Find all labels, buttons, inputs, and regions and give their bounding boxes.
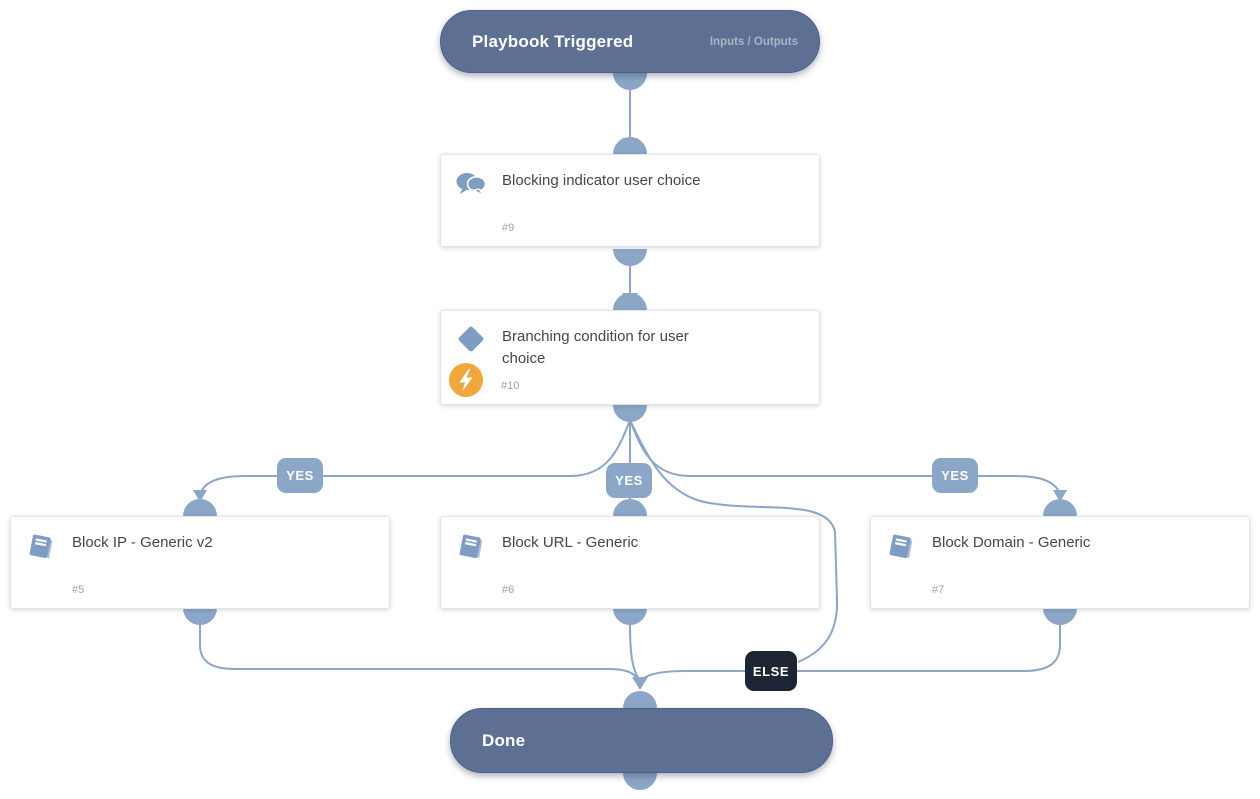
task-id: #9 [502, 222, 515, 234]
port-block-url-bottom[interactable] [613, 608, 647, 625]
port-start-bottom[interactable] [613, 73, 647, 90]
task-card-blocking-indicator-user-choice[interactable]: Blocking indicator user choice #9 [440, 154, 820, 247]
playbook-book-icon [29, 534, 53, 559]
arrowhead-into-done [632, 677, 648, 690]
task-id: #7 [932, 584, 945, 596]
port-decision-bottom[interactable] [613, 405, 647, 422]
edge-block-ip-to-done [199, 624, 639, 681]
chat-bubbles-icon [456, 173, 487, 196]
arrowhead-into-block-domain [1053, 490, 1067, 502]
task-title: Branching condition for user choice [502, 328, 689, 367]
end-node-done[interactable]: Done [450, 708, 833, 773]
task-card-block-url-generic[interactable]: Block URL - Generic #6 [440, 516, 820, 609]
arrowhead-into-block-ip [193, 490, 207, 502]
decision-diamond-icon [458, 326, 484, 352]
playbook-book-icon [889, 534, 913, 559]
playbook-book-icon [459, 534, 483, 559]
start-node-playbook-triggered[interactable]: Playbook Triggered Inputs / Outputs [440, 10, 820, 73]
port-done-top[interactable] [623, 691, 657, 708]
port-decision-top[interactable] [613, 293, 647, 310]
port-block-url-top[interactable] [613, 499, 647, 516]
task-title: Blocking indicator user choice [502, 172, 701, 189]
task-id: #10 [501, 380, 520, 392]
edge-label-else: ELSE [745, 651, 797, 691]
edge-block-url-to-done [629, 623, 639, 679]
task-title: Block IP - Generic v2 [72, 534, 213, 551]
task-card-block-domain-generic[interactable]: Block Domain - Generic #7 [870, 516, 1250, 609]
start-node-label: Playbook Triggered [472, 31, 634, 51]
edge-label-yes-right: YES [932, 458, 978, 493]
edge-block-domain-to-done [641, 624, 1061, 681]
edge-label-yes-center: YES [606, 463, 652, 498]
edge-label-yes-left: YES [277, 458, 323, 493]
task-title: Block Domain - Generic [932, 534, 1091, 551]
task-title: Block URL - Generic [502, 534, 639, 551]
port-block-ip-top[interactable] [183, 499, 217, 516]
port-prompt-top[interactable] [613, 137, 647, 154]
port-block-domain-bottom[interactable] [1043, 608, 1077, 625]
task-card-branching-condition[interactable]: Branching condition for user choice #10 [440, 310, 820, 405]
edge-decision-to-block-domain [629, 419, 1061, 496]
task-id: #6 [502, 584, 515, 596]
lightning-bolt-icon [449, 363, 483, 397]
port-prompt-bottom[interactable] [613, 249, 647, 266]
end-node-label: Done [482, 730, 526, 750]
task-id: #5 [72, 584, 85, 596]
task-card-block-ip-generic-v2[interactable]: Block IP - Generic v2 #5 [10, 516, 390, 609]
edge-decision-to-block-ip [199, 419, 631, 496]
port-block-domain-top[interactable] [1043, 499, 1077, 516]
port-done-bottom[interactable] [623, 773, 657, 790]
inputs-outputs-link[interactable]: Inputs / Outputs [709, 35, 798, 48]
edge-decision-else [629, 419, 839, 663]
port-block-ip-bottom[interactable] [183, 608, 217, 625]
